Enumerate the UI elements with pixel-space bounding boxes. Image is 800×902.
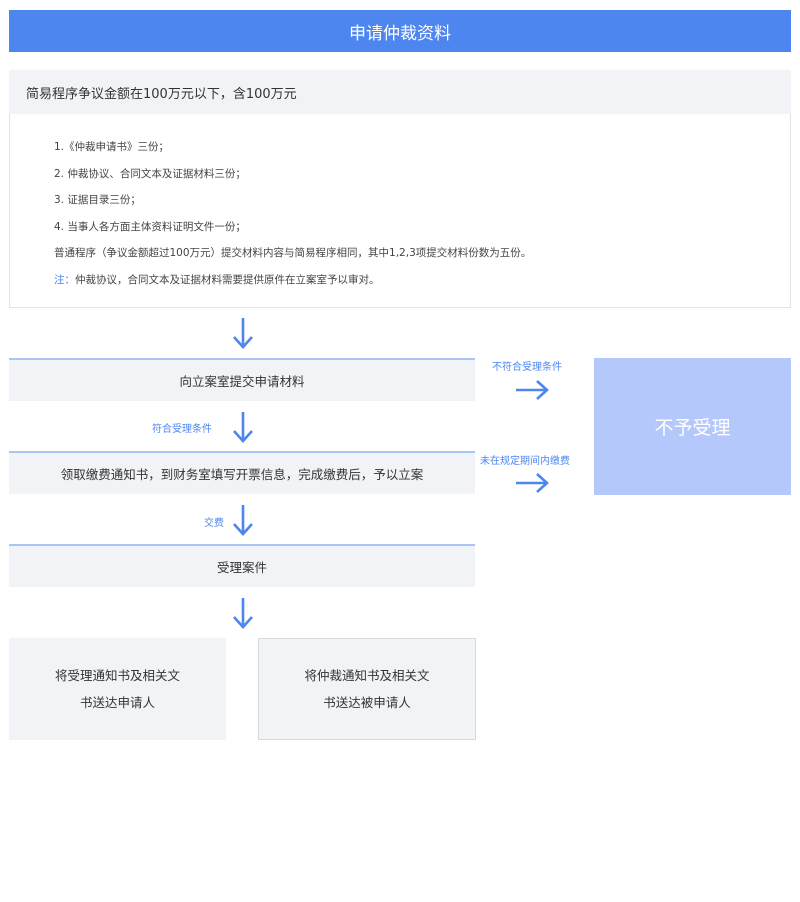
flow-step-submit: 向立案室提交申请材料 (9, 358, 475, 401)
info-item: 3. 证据目录三份； (54, 194, 141, 206)
info-title-text: 简易程序争议金额在100万元以下，含100万元 (26, 86, 297, 102)
result-right-line: 将仲裁通知书及相关文 (304, 668, 430, 683)
info-panel-title: 简易程序争议金额在100万元以下，含100万元 (9, 70, 791, 114)
step-submit-label: 向立案室提交申请材料 (179, 374, 305, 389)
note-text: 仲裁协议，合同文本及证据材料需要提供原件在立案室予以审对。 (75, 273, 380, 286)
result-left-line: 书送达申请人 (79, 695, 155, 710)
info-item: 1.《仲裁申请书》三份； (54, 141, 170, 153)
result-notify-respondent: 将仲裁通知书及相关文 书送达被申请人 (258, 638, 476, 740)
flow-step-payment: 领取缴费通知书，到财务室填写开票信息，完成缴费后，予以立案 (9, 451, 475, 494)
result-left-line: 将受理通知书及相关文 (54, 668, 180, 683)
arrow-down-icon (233, 412, 253, 443)
info-item: 2. 仲裁协议、合同文本及证据材料三份； (54, 167, 246, 180)
arrow-down-icon (233, 505, 253, 536)
reject-box: 不予受理 (594, 358, 791, 495)
arrow-down-icon (233, 598, 253, 629)
info-panel-body: 1.《仲裁申请书》三份； 2. 仲裁协议、合同文本及证据材料三份； 3. 证据目… (9, 114, 791, 308)
label-not-paid: 未在规定期间内缴费 (480, 456, 570, 467)
page-title: 申请仲裁资料 (349, 23, 451, 44)
result-right-line: 书送达被申请人 (323, 695, 411, 710)
arrow-right-icon (516, 380, 549, 400)
result-notify-applicant: 将受理通知书及相关文 书送达申请人 (9, 638, 226, 740)
step-payment-label: 领取缴费通知书，到财务室填写开票信息，完成缴费后，予以立案 (60, 467, 424, 482)
note-prefix: 注： (54, 273, 75, 286)
label-pay: 交费 (204, 518, 224, 529)
arrow-right-icon (516, 473, 549, 493)
info-item: 普通程序（争议金额超过100万元）提交材料内容与简易程序相同，其中1,2,3项提… (54, 247, 532, 259)
step-accept-label: 受理案件 (216, 560, 267, 575)
info-note: 注：仲裁协议，合同文本及证据材料需要提供原件在立案室予以审对。 (54, 271, 790, 298)
label-not-meet: 不符合受理条件 (492, 362, 562, 373)
label-meets: 符合受理条件 (152, 424, 212, 435)
flow-step-accept: 受理案件 (9, 544, 475, 587)
page-title-bar: 申请仲裁资料 (9, 10, 791, 52)
arrow-down-icon (233, 318, 253, 349)
reject-label: 不予受理 (654, 417, 731, 439)
info-item: 4. 当事人各方面主体资料证明文件一份； (54, 220, 246, 233)
